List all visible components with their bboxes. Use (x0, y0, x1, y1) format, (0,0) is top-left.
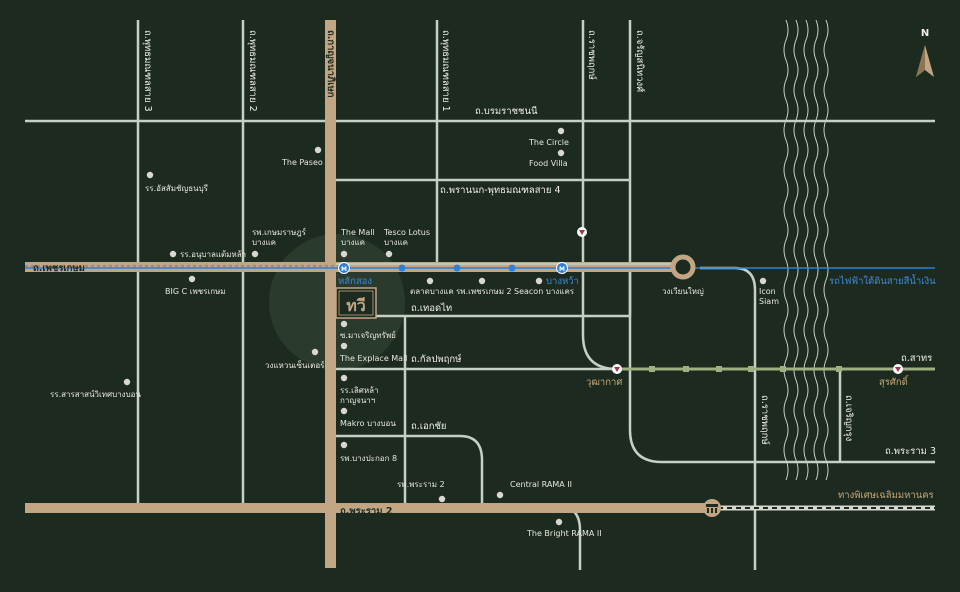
toll-booth-icon (703, 499, 721, 517)
green-line-station-dot (836, 366, 842, 372)
road-phutthamonthon1: ถ.พุทธมณฑลสาย 1 (440, 30, 451, 112)
label-the-mall-2: บางแค (341, 238, 365, 247)
blue-line-station-dot (508, 264, 516, 272)
road-rama3: ถ.พระราม 3 (885, 446, 936, 457)
label-school-kanchana-2: กาญจนาฯ (340, 396, 375, 405)
label-phraram2-hospital: รพ.พระราม 2 (397, 480, 445, 489)
road-borommaratchachonnani: ถ.บรมราชชนนี (475, 105, 538, 117)
label-expressway: ทางพิเศษเฉลิมมหานคร (838, 490, 934, 501)
label-icon-siam: Icon (759, 287, 776, 296)
bts-surasak-icon (893, 364, 903, 374)
road-phutthamonthon2: ถ.พุทธมณฑลสาย 2 (247, 30, 258, 112)
label-anubal: รร.อนุบาลแต้มหล้า (180, 250, 246, 259)
label-talat-bangkhae: ตลาดบางแค (410, 287, 454, 296)
svg-text:M: M (341, 266, 347, 273)
label-the-circle: The Circle (528, 138, 569, 147)
road-kanchanaphisek: ถ.กาญจนาภิเษก (325, 30, 336, 98)
label-the-paseo: The Paseo (281, 158, 323, 167)
green-line-station-dot (716, 366, 722, 372)
green-line-station-dot (780, 366, 786, 372)
svg-text:M: M (559, 266, 565, 273)
label-bright-rama2: The Bright RAMA II (526, 529, 602, 538)
label-explace: The Explace Mall (339, 354, 408, 363)
label-assumption: รร.อัสสัมชัญธนบุรี (145, 184, 209, 193)
label-wongwaen: วงแหวนเซ็นเตอร์ (265, 360, 325, 370)
road-ekkachai: ถ.เอกชัย (411, 421, 447, 432)
road-phran-nok: ถ.พรานนก-พุทธมณฑลสาย 4 (440, 185, 561, 196)
label-the-mall: The Mall (340, 228, 375, 237)
label-icon-siam-2: Siam (759, 297, 779, 306)
blue-line-station-dot (453, 264, 461, 272)
label-phetkasem2: รพ.เพชรเกษม 2 (456, 287, 512, 296)
label-bangprakok8: รพ.บางปะกอก 8 (340, 454, 397, 463)
label-kasemrad: รพ.เกษมราษฎร์ (252, 227, 307, 237)
label-food-villa: Food Villa (529, 159, 568, 168)
north-arrow-icon: N (916, 28, 934, 77)
label-tesco: Tesco Lotus (383, 228, 430, 237)
blue-line-station-dot (398, 264, 406, 272)
road-phetkasem: ถ.เพชรเกษม (33, 263, 85, 274)
label-seacon: Seacon บางแคร (514, 287, 575, 296)
label-makro: Makro บางบอน (340, 419, 396, 428)
chao-phraya-river (783, 19, 829, 481)
label-charoensap: ซ.มาเจริญทรัพย์ (340, 330, 396, 340)
project-marker: ทวี (335, 287, 377, 319)
road-phutthamonthon3: ถ.พุทธมณฑลสาย 3 (142, 30, 153, 112)
road-charan-sanitwong: ถ.จรัญสนิทวงศ์ (634, 30, 646, 92)
mrt-bang-wa-icon: M (556, 262, 568, 274)
green-line-station-dot (649, 366, 655, 372)
road-thoet-thai: ถ.เทอดไท (411, 302, 452, 314)
bts-wutthakat-icon (612, 364, 622, 374)
label-wutthakat: วุฒากาศ (586, 377, 622, 388)
major-roads (25, 20, 715, 568)
label-surasak: สุรศักดิ์ (879, 374, 909, 388)
road-ratchaphruek: ถ.ราชพฤกษ์ (586, 30, 598, 80)
label-wongwian-yai: วงเวียนใหญ่ (662, 287, 704, 296)
road-sathon: ถ.สาทร (901, 353, 932, 364)
label-kasemrad-2: บางแค (252, 238, 276, 247)
label-tesco-2: บางแค (384, 238, 408, 247)
road-rama2: ถ.พระราม 2 (340, 506, 392, 517)
poi-dots (123, 127, 767, 526)
label-blue-line: รถไฟฟ้าใต้ดินสายสีน้ำเงิน (829, 274, 936, 287)
green-line-station-dot (748, 366, 754, 372)
road-charoen-krung: ถ.เจริญกรุง (843, 395, 854, 441)
mrt-lak-song-icon: M (338, 262, 350, 274)
road-rama3-vertical: ถ.ราชพฤกษ์ (759, 395, 771, 445)
wongwian-yai-roundabout (670, 254, 696, 280)
label-school-kanchana: รร.เลิศหล้า (340, 386, 379, 395)
green-line-station-dot (683, 366, 689, 372)
project-logo: ทวี (346, 296, 366, 315)
label-lak-song: หลักสอง (338, 276, 372, 287)
road-kanlapaphruek: ถ.กัลปพฤกษ์ (411, 353, 462, 365)
label-bang-wa: บางหว้า (546, 276, 579, 287)
blue-line (25, 264, 935, 272)
label-bigc: BIG C เพชรเกษม (165, 287, 226, 296)
green-line (617, 366, 935, 372)
label-sarasas: รร.สารสาสน์วิเทศบางบอน (50, 389, 141, 399)
bts-ratchaphruek-icon (577, 227, 587, 237)
north-label: N (921, 28, 929, 39)
label-central-rama2: Central RAMA II (510, 480, 572, 489)
